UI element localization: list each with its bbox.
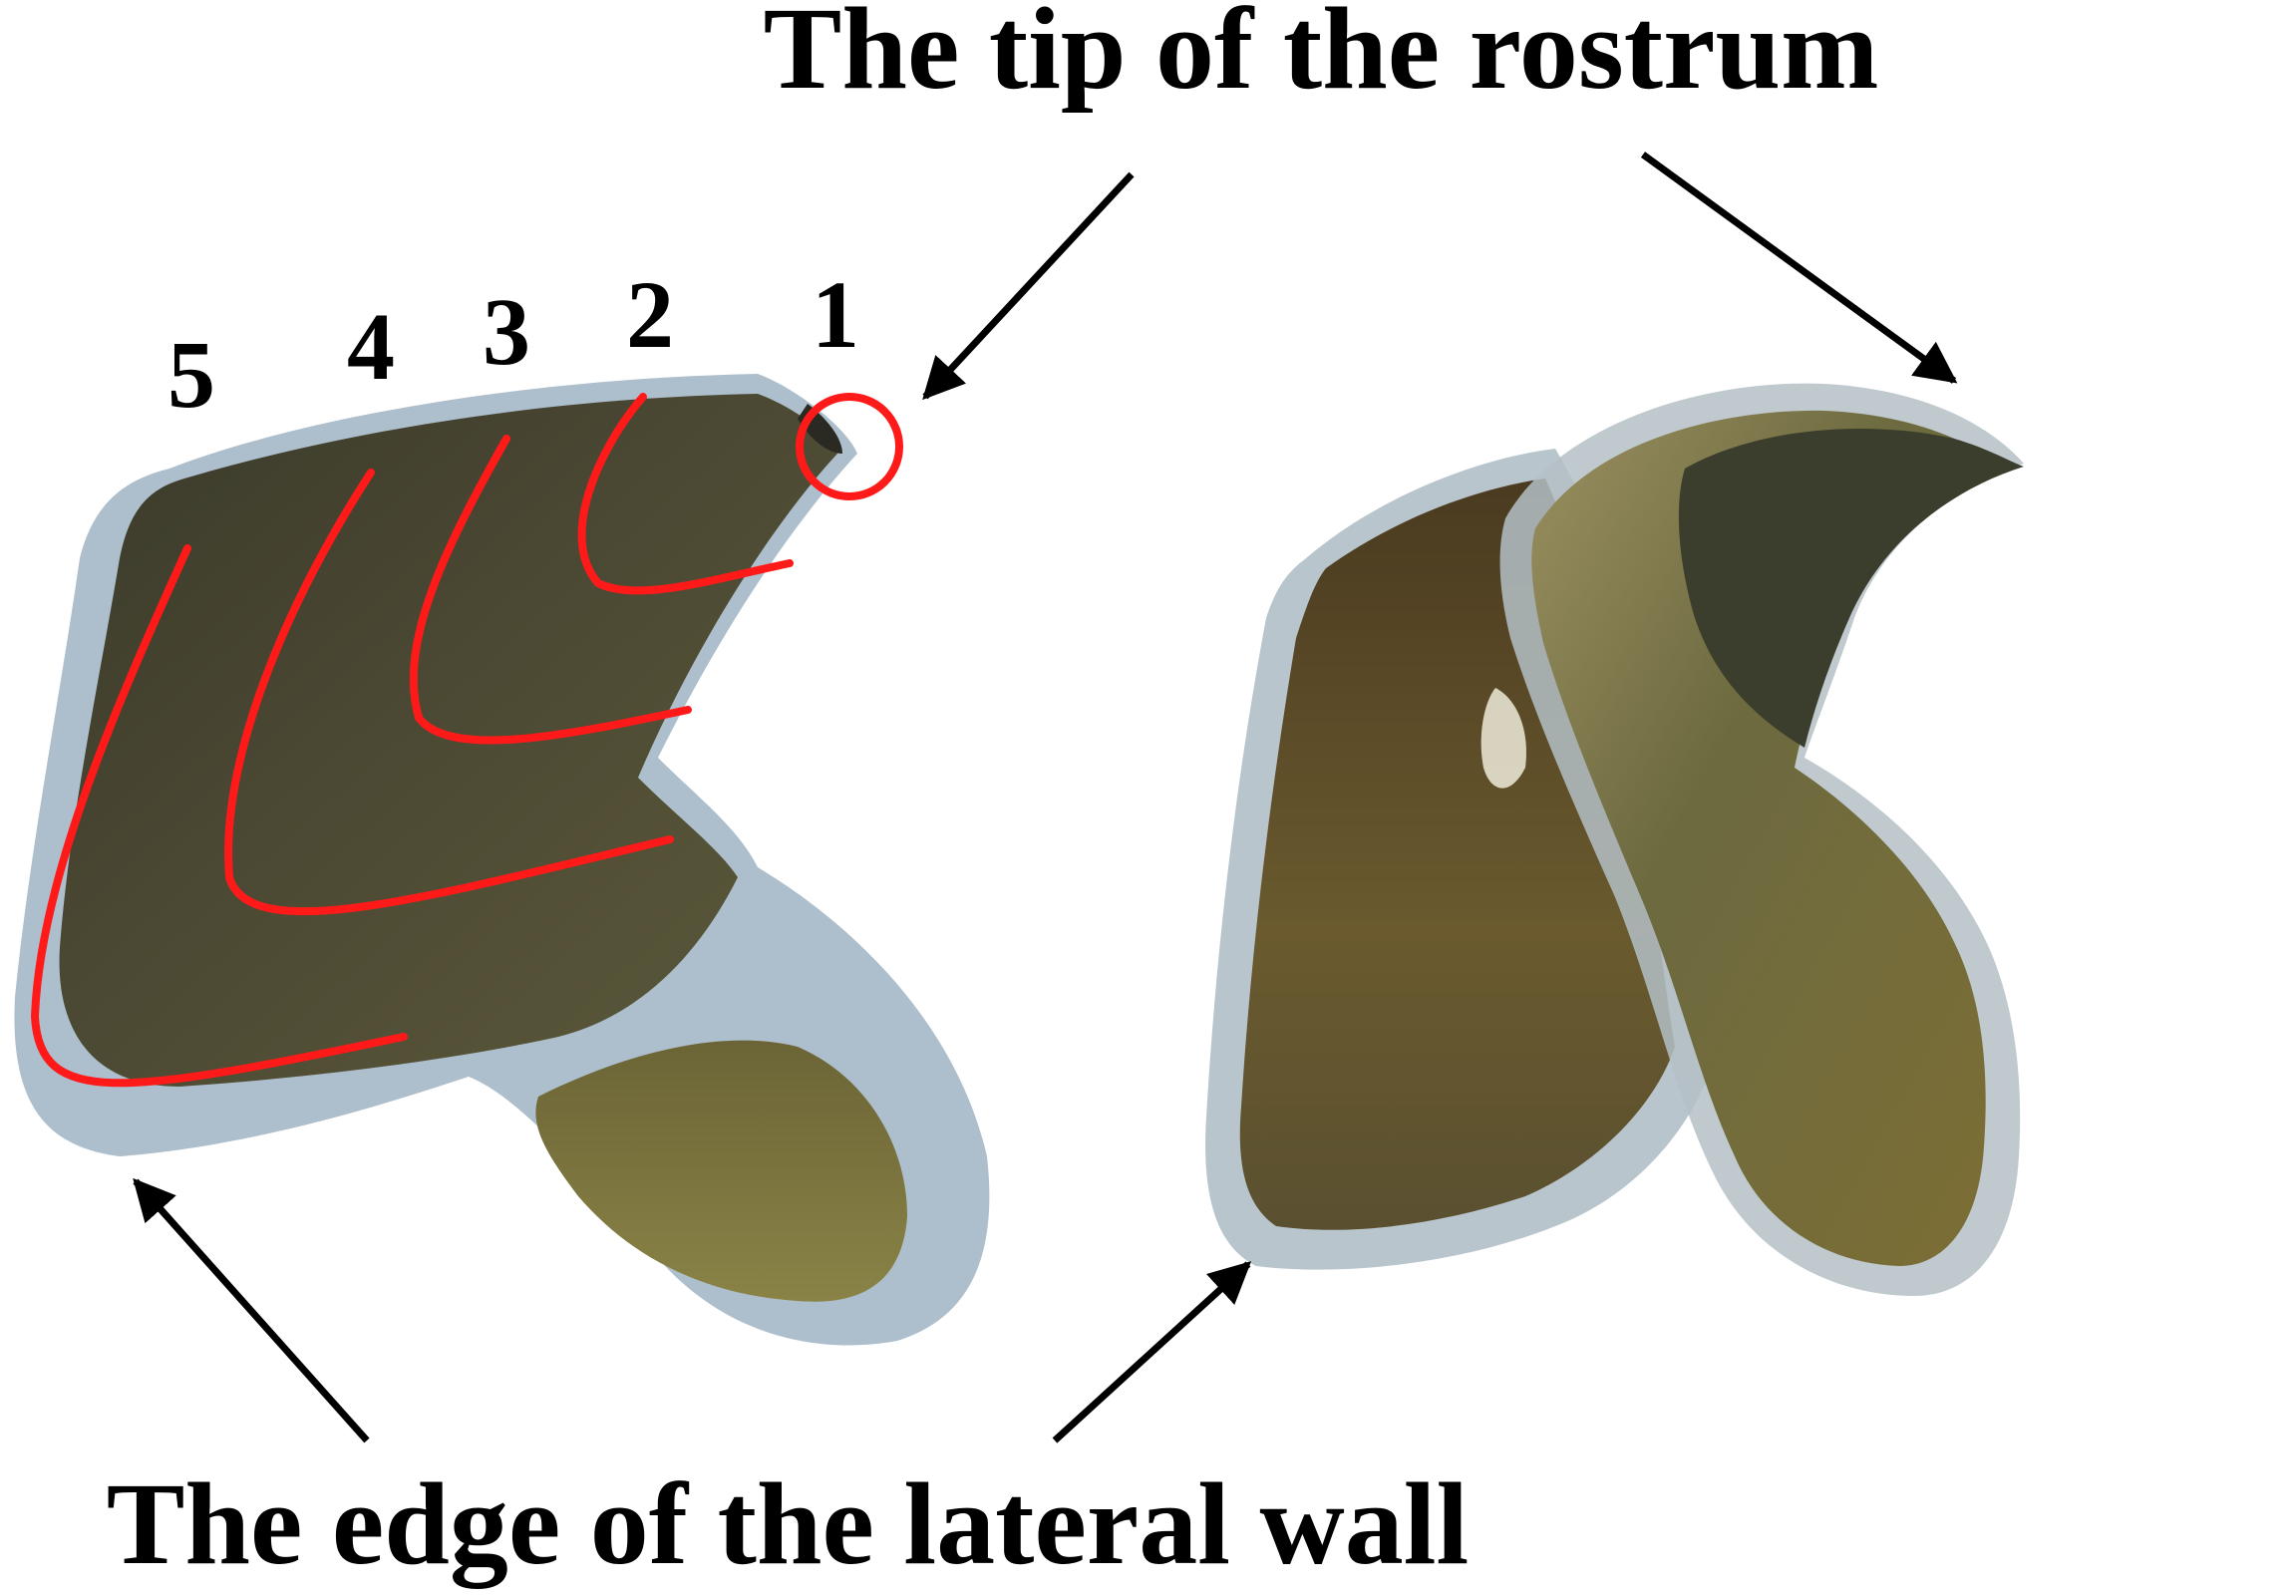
increment-circle-1 <box>796 393 903 500</box>
increment-number-5: 5 <box>167 321 215 428</box>
increment-line-2 <box>577 393 794 595</box>
increment-number-3: 3 <box>483 278 530 385</box>
right-beak-front-body <box>1531 410 2004 1266</box>
increment-number-1: 1 <box>812 261 859 368</box>
left-beak-specimen <box>14 374 990 1346</box>
right-beak-rostrum <box>1678 429 2024 748</box>
increment-line-4 <box>224 469 674 916</box>
left-beak-wing <box>535 1040 907 1302</box>
arrow-top-to-left-tip <box>922 171 1135 401</box>
annotation-arrows <box>133 152 1958 1443</box>
increment-number-4: 4 <box>347 293 395 400</box>
growth-increment-lines <box>30 393 903 1088</box>
arrow-bottom-to-right-edge <box>1052 1261 1252 1443</box>
increment-number-2: 2 <box>626 261 674 368</box>
arrow-bottom-to-left-edge <box>133 1177 370 1443</box>
increment-line-3 <box>409 435 692 745</box>
increment-line-5 <box>30 544 408 1088</box>
right-beak-specimen <box>1205 383 2024 1296</box>
right-beak-highlight <box>1480 688 1526 789</box>
left-beak-body <box>59 394 837 1087</box>
arrow-top-to-right-tip <box>1640 152 1958 384</box>
label-tip-of-rostrum: The tip of the rostrum <box>764 0 1879 114</box>
label-edge-of-lateral-wall: The edge of the lateral wall <box>107 1458 1470 1589</box>
